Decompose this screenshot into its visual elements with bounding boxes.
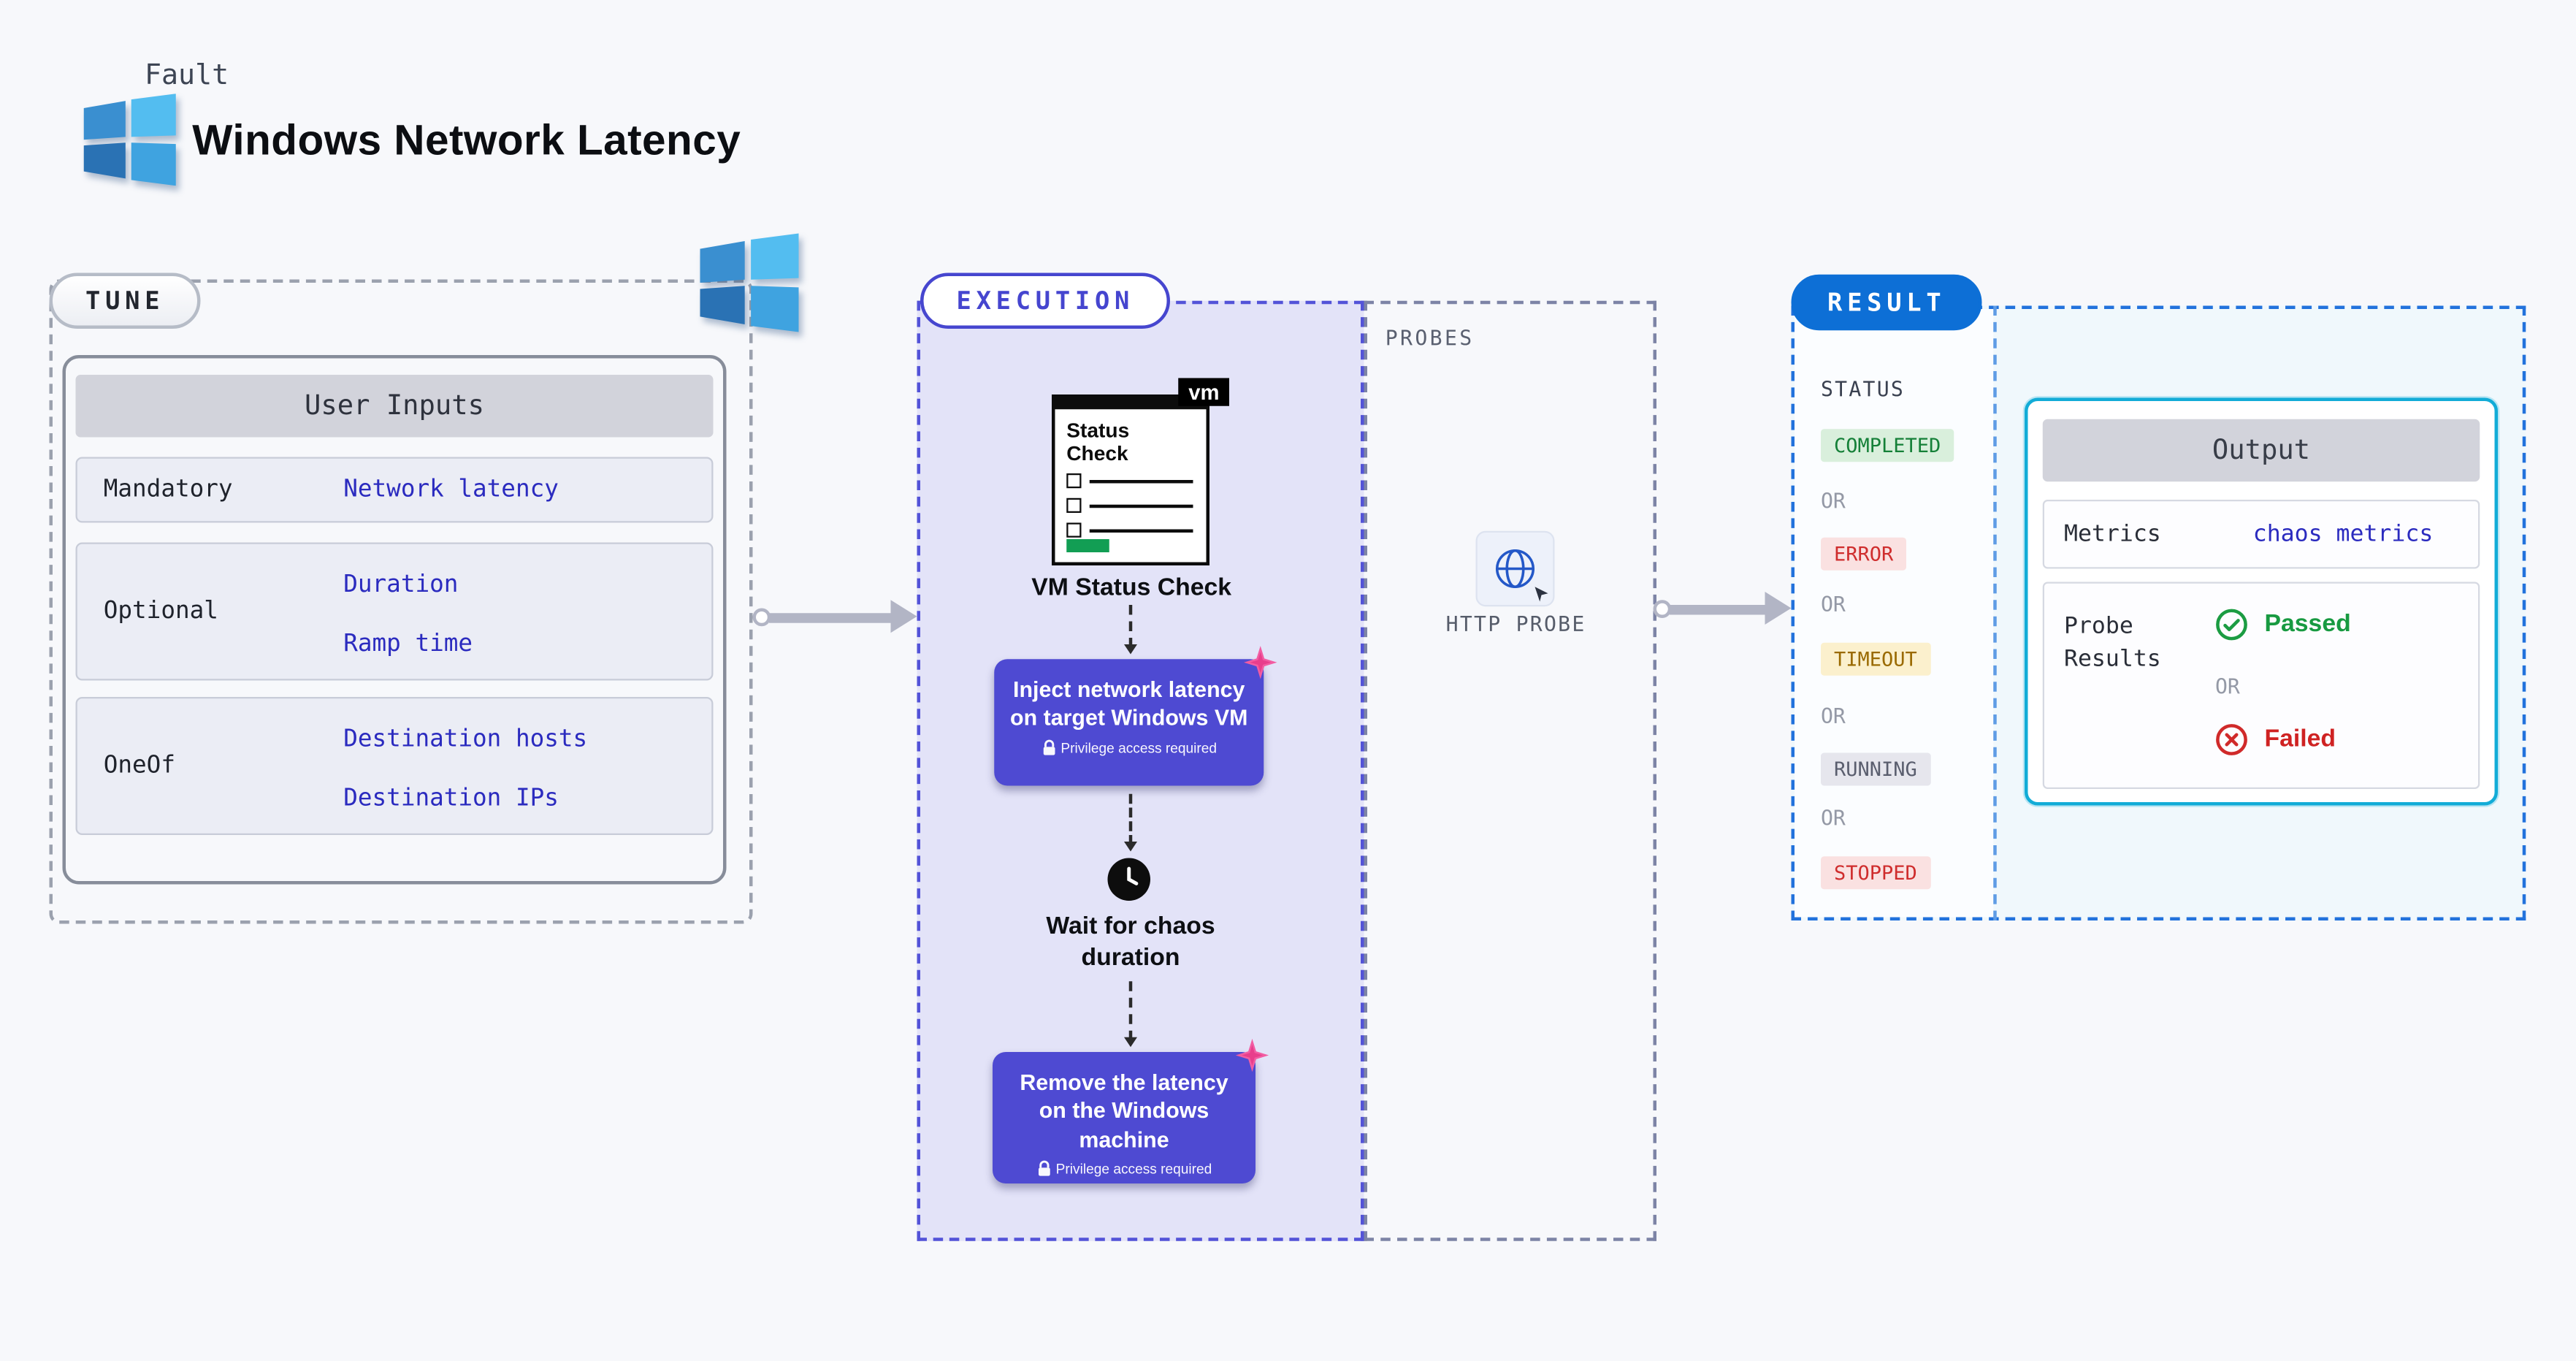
input-link-destination-hosts[interactable]: Destination hosts	[343, 726, 588, 753]
vm-card-title: Status Check	[1066, 419, 1130, 466]
output-title: Output	[2042, 419, 2480, 482]
flow-arrow-execution-to-result	[1653, 592, 1792, 625]
user-inputs-card	[62, 355, 727, 885]
arrow-head-icon	[1765, 592, 1792, 625]
input-link-network-latency[interactable]: Network latency	[343, 476, 559, 503]
inject-latency-text: Inject network latency on target Windows…	[1010, 677, 1248, 731]
input-row-label: Optional	[103, 598, 218, 625]
or-label: OR	[1821, 704, 1846, 728]
passed-check-icon	[2216, 609, 2247, 641]
status-badge-running: RUNNING	[1821, 752, 1930, 786]
probes-section	[1364, 300, 1656, 1241]
checklist-row	[1066, 473, 1193, 489]
input-row-optional: Optional Duration Ramp time	[75, 542, 714, 681]
page-title: Windows Network Latency	[192, 115, 741, 165]
remove-latency-step: Remove the latency on the Windows machin…	[993, 1038, 1269, 1183]
windows-logo-icon-tune	[692, 233, 807, 332]
status-column	[1795, 309, 1994, 918]
input-link-destination-ips[interactable]: Destination IPs	[343, 785, 559, 812]
tune-section	[49, 279, 753, 924]
input-row-label: OneOf	[103, 752, 175, 779]
lock-icon	[1037, 1160, 1050, 1176]
vm-checklist	[1066, 473, 1193, 547]
cursor-icon	[1534, 587, 1548, 602]
or-label: OR	[1821, 592, 1846, 617]
arrow-head-icon	[890, 600, 917, 633]
privilege-note: Privilege access required	[993, 1160, 1255, 1177]
tune-section-label: TUNE	[49, 272, 201, 329]
chaos-burst-icon	[1235, 1038, 1269, 1072]
status-badge-completed: COMPLETED	[1821, 429, 1954, 462]
clock-icon	[1106, 856, 1152, 902]
arrow-shaft	[769, 612, 894, 622]
user-inputs-title: User Inputs	[75, 375, 714, 438]
status-badge-stopped: STOPPED	[1821, 856, 1930, 890]
input-link-ramp-time[interactable]: Ramp time	[343, 631, 473, 657]
vm-status-check-icon: vm Status Check	[1052, 378, 1229, 565]
arrow-shaft	[1670, 603, 1768, 614]
metrics-label: Metrics	[2064, 521, 2161, 548]
privilege-note-text: Privilege access required	[1060, 739, 1218, 755]
input-row-mandatory: Mandatory Network latency	[75, 457, 714, 523]
vm-card-topbar	[1052, 394, 1209, 410]
failed-label: Failed	[2264, 725, 2336, 753]
passed-label: Passed	[2264, 609, 2351, 638]
vm-badge: vm	[1178, 378, 1229, 406]
fault-kicker: Fault	[145, 59, 229, 92]
result-divider	[1993, 305, 1997, 920]
arrow-tail-dot	[752, 608, 771, 627]
status-badge-timeout: TIMEOUT	[1821, 642, 1930, 676]
checklist-row	[1066, 497, 1193, 513]
remove-latency-text: Remove the latency on the Windows machin…	[1020, 1070, 1228, 1152]
status-heading: STATUS	[1821, 376, 1906, 401]
vm-status-check-label: VM Status Check	[1031, 573, 1232, 602]
input-link-duration[interactable]: Duration	[343, 572, 459, 598]
status-badge-error: ERROR	[1821, 537, 1907, 571]
or-label: OR	[2215, 674, 2240, 699]
wait-step-label: Wait for chaos duration	[1046, 912, 1215, 972]
lock-icon	[1042, 739, 1055, 755]
output-metrics-row: Metrics chaos metrics	[2042, 500, 2480, 569]
step-connector	[1124, 793, 1137, 852]
chaos-burst-icon	[1244, 646, 1277, 679]
execution-section-label: EXECUTION	[920, 272, 1171, 329]
step-connector	[1124, 605, 1137, 655]
checklist-row	[1066, 522, 1193, 538]
privilege-note-text: Privilege access required	[1055, 1160, 1212, 1177]
result-section-label: RESULT	[1791, 274, 1982, 331]
or-label: OR	[1821, 488, 1846, 513]
windows-logo-icon	[76, 94, 185, 186]
output-probe-results-row: Probe Results Passed OR Failed	[2042, 582, 2480, 789]
globe-icon	[1495, 549, 1535, 589]
inject-latency-step: Inject network latency on target Windows…	[994, 646, 1277, 786]
privilege-note: Privilege access required	[994, 739, 1264, 755]
chaos-metrics-link[interactable]: chaos metrics	[2252, 521, 2434, 548]
vm-progress-bar	[1066, 539, 1109, 552]
or-label: OR	[1821, 805, 1846, 831]
http-probe-node	[1475, 530, 1555, 607]
probe-results-label: Probe Results	[2064, 613, 2161, 673]
probes-section-label: PROBES	[1385, 325, 1475, 351]
http-probe-label: HTTP PROBE	[1445, 611, 1586, 636]
input-row-label: Mandatory	[103, 476, 233, 503]
output-card: Output Metrics chaos metrics Probe Resul…	[2025, 397, 2498, 806]
arrow-tail-dot	[1653, 600, 1672, 618]
failed-x-icon	[2216, 724, 2247, 755]
step-connector	[1124, 981, 1137, 1048]
input-row-oneof: OneOf Destination hosts Destination IPs	[75, 697, 714, 835]
flow-arrow-tune-to-execution	[752, 600, 917, 633]
